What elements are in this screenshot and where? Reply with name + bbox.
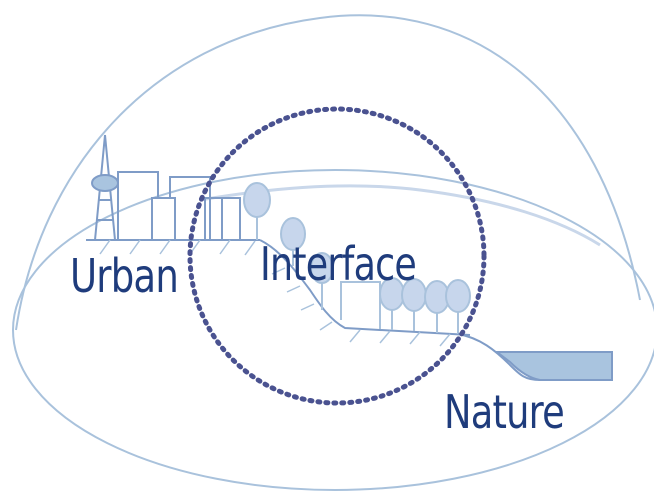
ground-ellipse xyxy=(12,169,654,491)
interface-trees xyxy=(243,182,471,334)
ground-hatching xyxy=(99,239,451,347)
tree xyxy=(445,279,471,313)
water-body xyxy=(494,351,613,381)
transmission-tower xyxy=(91,134,119,241)
outer-dome xyxy=(15,14,641,331)
tree xyxy=(310,252,334,284)
label-nature: Nature xyxy=(444,385,564,439)
urban-buildings xyxy=(117,171,241,240)
tree xyxy=(243,182,271,218)
interface-circle xyxy=(187,106,487,406)
nature-slope xyxy=(457,333,612,381)
label-interface: Interface xyxy=(260,237,416,291)
label-urban: Urban xyxy=(70,249,178,303)
tree xyxy=(280,217,306,251)
